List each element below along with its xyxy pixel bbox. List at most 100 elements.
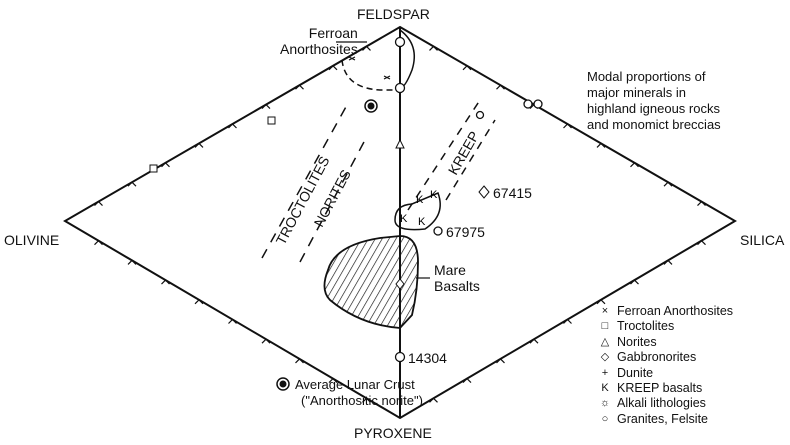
edge-tick [127,181,137,187]
ferroan-x-symbols [348,56,391,80]
troctolite-symbol [149,164,158,173]
legend-item: ○ Granites, Felsite [597,412,733,427]
sample-67975-label: 67975 [446,224,485,240]
edge-tick [596,298,606,305]
edge-tick [161,279,170,285]
edge-tick [563,318,572,324]
edge-tick [630,161,639,168]
svg-text:K: K [416,194,424,206]
ferroan-field-dashed [341,59,398,91]
legend-label: Dunite [617,365,654,380]
legend-label: KREEP basalts [617,381,703,396]
legend-symbol-icon: K [601,382,609,395]
legend-item: ☼ Alkali lithologies [597,396,733,411]
sample-14304-label: 14304 [408,350,447,366]
average-crust-label: Average Lunar Crust ("Anorthositic norit… [295,377,423,409]
mare-basalt-field [323,235,419,329]
legend: ×Ferroan Anorthosites□ Troctolites △ Norite… [597,304,733,427]
troctolite-line [261,104,348,259]
legend-symbol-icon: + [601,366,609,379]
title-line: highland igneous rocks [587,101,720,116]
edge-tick [596,142,606,148]
gabbronorite-symbol [395,278,405,290]
edge-tick [462,64,472,71]
edge-tick [194,298,204,305]
edge-tick [697,200,706,207]
edge-tick [261,338,271,344]
diagram-title: Modal proportions of major minerals in h… [587,69,721,133]
edge-tick [529,338,539,344]
edge-tick [663,181,673,187]
legend-item: K KREEP basalts [597,381,733,396]
legend-symbol-icon: ☼ [599,397,611,410]
granite-symbols [523,99,543,109]
legend-label: Gabbronorites [617,350,697,365]
edge-tick [94,200,103,207]
edge-tick [663,259,673,265]
edge-tick [328,64,338,71]
kreep-field [394,192,441,231]
legend-label: Troctolites [617,319,675,334]
alkali-symbols [394,36,485,363]
edge-tick [127,259,137,265]
edge-tick [161,161,170,168]
mare-label-line: Mare [434,262,466,278]
legend-symbol-icon: ◇ [600,351,610,364]
legend-label: Ferroan Anorthosites [617,304,734,318]
edge-tick [328,377,338,384]
troctolite-symbol [267,116,276,125]
edge-tick [295,84,304,90]
svg-text:K: K [418,216,426,228]
svg-text:K: K [430,189,438,201]
legend-symbol-icon: △ [600,335,610,348]
edge-tick [462,377,472,384]
apex-olivine: OLIVINE [4,232,60,248]
edge-tick [496,84,505,90]
sample-67415-label: 67415 [493,185,532,201]
apex-silica: SILICA [740,232,785,248]
legend-label: Alkali lithologies [617,396,706,411]
ferroan-label-line1: Ferroan [308,25,358,41]
edge-tick [295,358,304,364]
edge-tick [496,358,505,364]
legend-label: Norites [617,334,657,349]
edge-tick [697,239,706,246]
mare-basalts-label: Mare Basalts [434,262,480,294]
svg-text:K: K [400,213,408,225]
crust-label-line: ("Anorthositic norite") [301,393,423,408]
title-line: Modal proportions of [587,69,706,84]
legend-item: ×Ferroan Anorthosites [597,304,733,319]
edge-tick [563,123,572,129]
edge-tick [429,397,438,403]
average-lunar-crust-symbol [276,99,378,391]
legend-symbol-icon: □ [601,320,609,333]
edge-tick [228,318,237,324]
edge-tick [630,279,639,285]
mare-label-line: Basalts [434,278,480,294]
edge-tick [261,103,271,110]
apex-feldspar: FELDSPAR [357,6,430,22]
edge-tick [429,45,438,51]
ferroan-label-line2: Anorthosites [280,41,358,57]
title-line: and monomict breccias [587,117,721,132]
legend-symbol-icon: ○ [601,412,609,425]
edge-tick [228,123,237,129]
legend-item: △ Norites [597,335,733,350]
gabbronorite-symbol [478,185,490,199]
ferroan-label: Ferroan Anorthosites [280,25,358,57]
crust-label-line: Average Lunar Crust [295,377,415,392]
norite-symbol [395,138,405,149]
apex-pyroxene: PYROXENE [354,425,432,441]
legend-item: ◇ Gabbronorites [597,350,733,365]
norite-line [299,139,366,263]
edge-tick [94,239,103,246]
legend-label: Granites, Felsite [617,411,709,426]
legend-item: □ Troctolites [597,319,733,334]
title-line: major minerals in [587,85,686,100]
edge-tick [194,142,204,148]
kreep-line-1 [407,99,481,211]
edge-tick [362,397,371,403]
